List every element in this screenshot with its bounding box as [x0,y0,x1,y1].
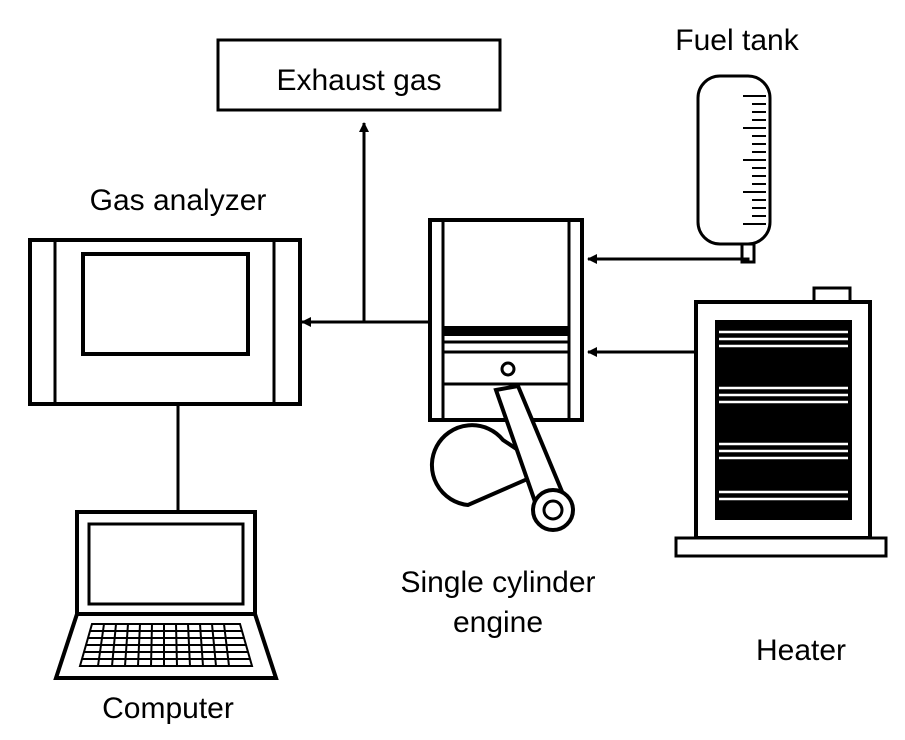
heater-base [674,536,888,558]
piston-ring [443,326,569,336]
exhaust-gas-box: Exhaust gas [216,38,502,112]
computer: Computer [53,510,279,725]
laptop-keyboard [78,623,254,667]
laptop-screen [87,522,245,606]
computer-label: Computer [102,692,234,725]
fuel-tank: Fuel tank [675,24,800,264]
exhaust-gas-label: Exhaust gas [276,64,441,97]
piston-pin [500,361,516,377]
heater-label: Heater [756,634,846,667]
heater-grille-lines [719,330,848,501]
fuel-line-arrow [587,254,750,264]
single-cylinder-engine: Single cylinder engine [400,218,596,639]
gas-analyzer: Gas analyzer [28,184,302,406]
gas-analyzer-label: Gas analyzer [90,184,267,217]
engine-label-line1: Single cylinder [400,566,595,599]
fuel-tank-scale [743,95,766,225]
engine-label-line2: engine [453,606,543,639]
heater: Heater [674,286,888,667]
heater-grille [715,320,852,520]
crankshaft [429,423,553,508]
gas-analyzer-screen [81,252,250,356]
fuel-tank-label: Fuel tank [675,24,799,57]
